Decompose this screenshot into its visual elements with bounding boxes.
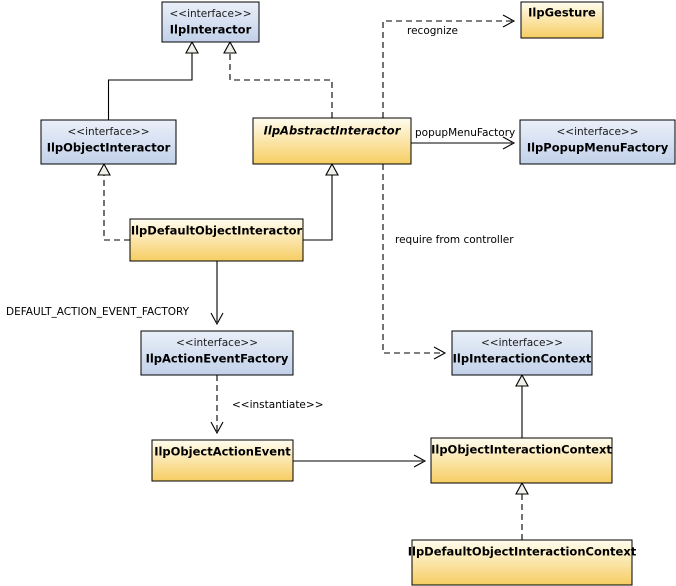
- stereotype-label: <<interface>>: [556, 126, 638, 138]
- edge-defaultobjectinteractor-realizes-objectinteractor: [97, 162, 130, 241]
- edge-label-require-from-controller: require from controller: [395, 234, 514, 246]
- edge-objectinteractioncontext-extends-interactioncontext: [515, 373, 529, 438]
- edge-label-instantiate: <<instantiate>>: [232, 399, 324, 411]
- class-name-label: IlpActionEventFactory: [146, 352, 289, 366]
- edge-label-default-action-event-factory: DEFAULT_ACTION_EVENT_FACTORY: [6, 306, 190, 318]
- edge-defaultobjectinteractioncontext-realizes-objectinteractioncontext: [515, 481, 529, 540]
- class-box-ilpgesture[interactable]: IlpGesture: [520, 1, 604, 39]
- class-box-ilpinteractioncontext[interactable]: <<interface>> IlpInteractionContext: [451, 330, 593, 376]
- class-name-label: IlpObjectInteractionContext: [431, 443, 612, 457]
- class-box-ilppopupmenufactory[interactable]: <<interface>> IlpPopupMenuFactory: [519, 119, 676, 165]
- class-box-ilpactioneventfactory[interactable]: <<interface>> IlpActionEventFactory: [140, 330, 294, 376]
- edge-label-popup-menu-factory: popupMenuFactory: [415, 127, 515, 139]
- class-name-label: IlpGesture: [528, 6, 596, 20]
- class-box-ilpabstractinteractor[interactable]: IlpAbstractInteractor: [252, 117, 412, 165]
- edge-actioneventfactory-instantiate-objectactionevent: <<instantiate>>: [210, 375, 324, 435]
- class-box-ilpobjectinteractor[interactable]: <<interface>> IlpObjectInteractor: [40, 119, 177, 165]
- edges-layer: recognize popupMenuFactory: [6, 14, 529, 540]
- class-name-label: IlpObjectActionEvent: [154, 445, 291, 459]
- edge-abstractinteractor-realizes-interactor: [223, 40, 333, 118]
- edge-objectactionevent-objectinteractioncontext: [293, 454, 427, 468]
- class-name-label: IlpAbstractInteractor: [264, 124, 402, 138]
- class-name-label: IlpInteractor: [170, 23, 252, 37]
- edge-abstractinteractor-requires-interactioncontext: require from controller: [382, 164, 514, 360]
- class-name-label: IlpPopupMenuFactory: [527, 141, 669, 155]
- class-box-ilpdefaultobjectinteractioncontext[interactable]: IlpDefaultObjectInteractionContext: [408, 539, 637, 586]
- stereotype-label: <<interface>>: [169, 8, 251, 20]
- edge-abstractinteractor-popupmenufactory: popupMenuFactory: [411, 127, 515, 150]
- edge-objectinteractor-extends-interactor: [107, 40, 199, 120]
- class-name-label: IlpObjectInteractor: [47, 141, 171, 155]
- edge-defaultobjectinteractor-actioneventfactory: DEFAULT_ACTION_EVENT_FACTORY: [6, 261, 224, 326]
- edge-label-recognize: recognize: [407, 25, 458, 37]
- class-box-ilpobjectinteractioncontext[interactable]: IlpObjectInteractionContext: [430, 437, 613, 484]
- class-box-ilpinteractor[interactable]: <<interface>> IlpInteractor: [161, 1, 260, 43]
- class-box-ilpdefaultobjectinteractor[interactable]: IlpDefaultObjectInteractor: [129, 218, 304, 262]
- class-name-label: IlpDefaultObjectInteractionContext: [408, 545, 637, 559]
- stereotype-label: <<interface>>: [176, 337, 258, 349]
- edge-defaultobjectinteractor-extends-abstractinteractor: [303, 162, 339, 241]
- stereotype-label: <<interface>>: [481, 337, 563, 349]
- edge-abstractinteractor-recognize-gesture: recognize: [382, 14, 516, 118]
- nodes-layer: <<interface>> IlpInteractor IlpGesture <…: [40, 1, 676, 586]
- stereotype-label: <<interface>>: [67, 126, 149, 138]
- class-name-label: IlpInteractionContext: [453, 352, 592, 366]
- class-box-ilpobjectactionevent[interactable]: IlpObjectActionEvent: [151, 439, 294, 482]
- class-name-label: IlpDefaultObjectInteractor: [131, 224, 303, 238]
